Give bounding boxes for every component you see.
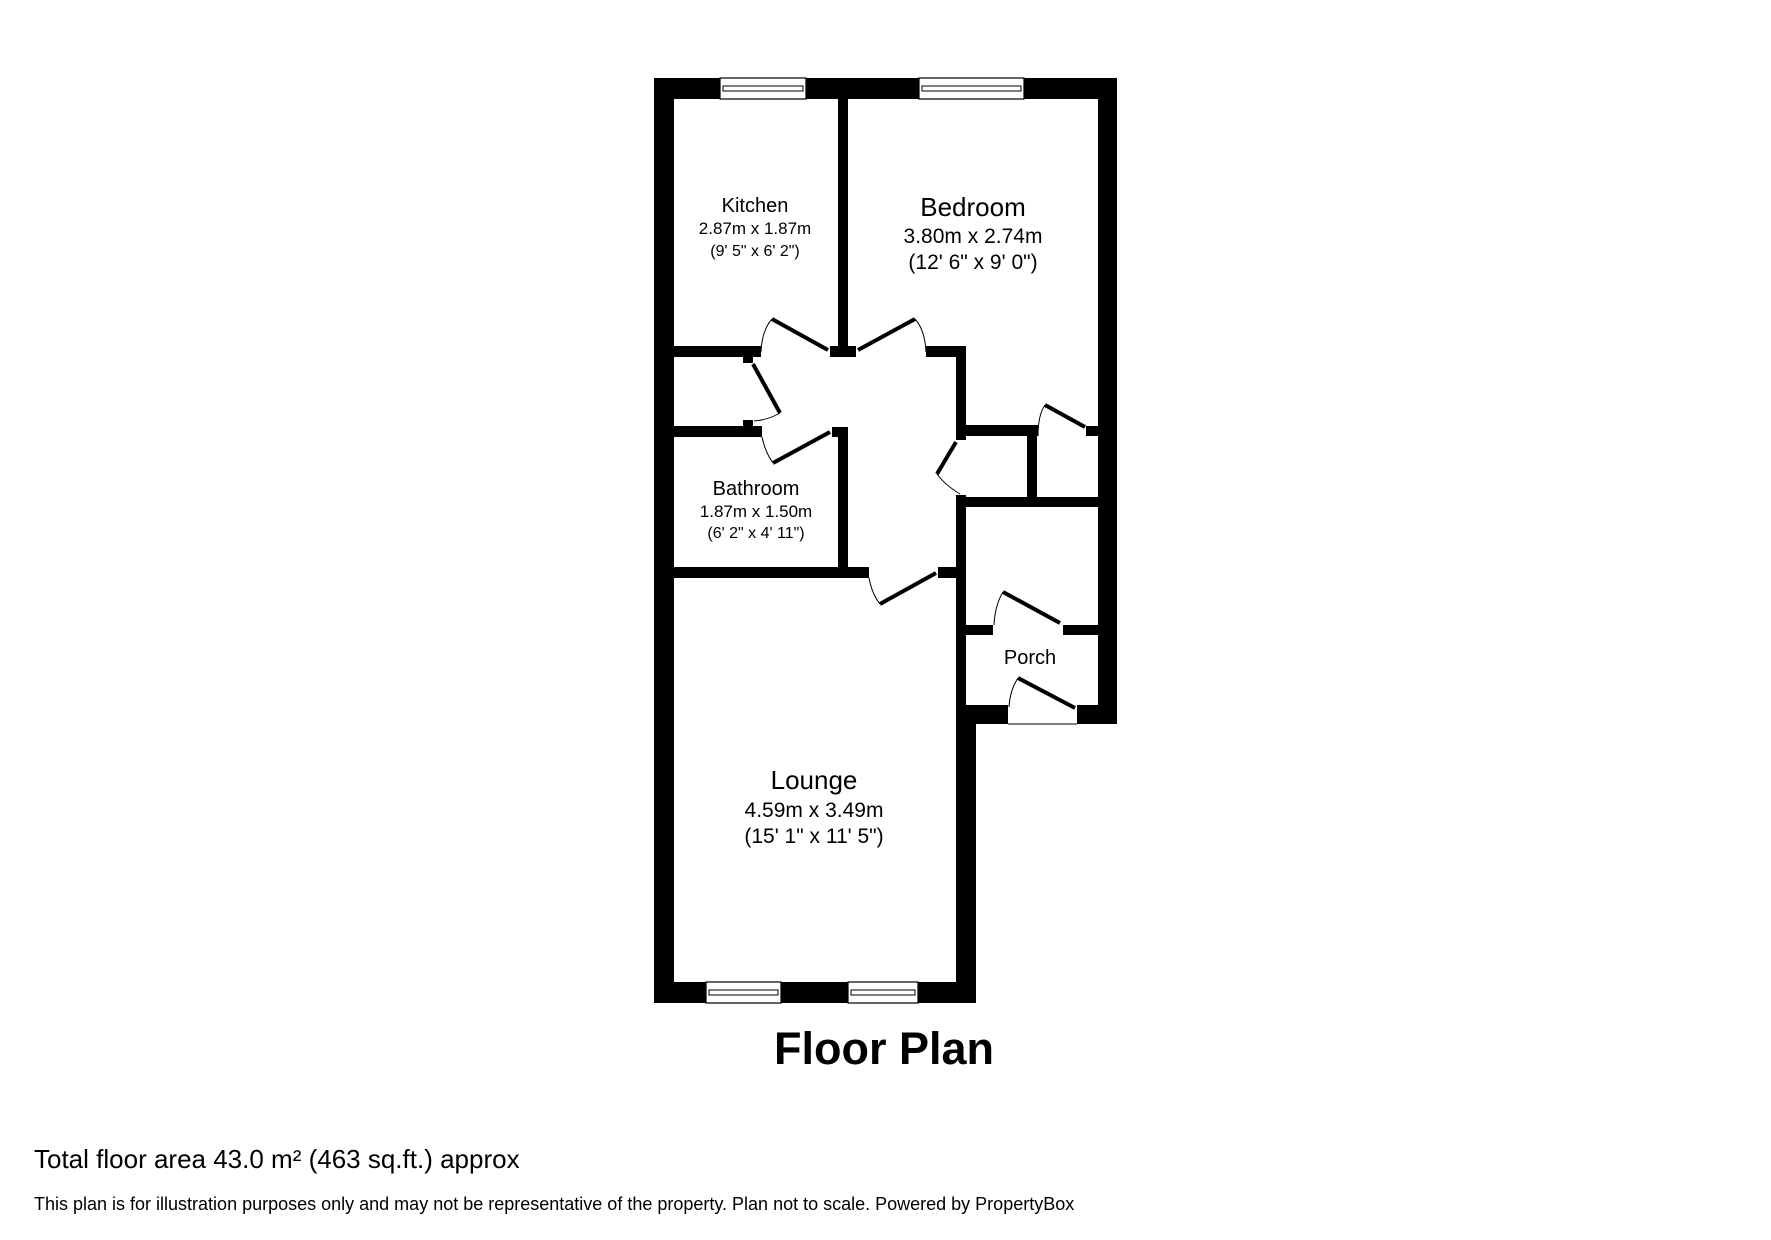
wall-lounge-top-right xyxy=(938,567,966,578)
outer-wall-right xyxy=(1098,78,1117,724)
door-hall-cupboard xyxy=(935,440,961,495)
door-closet xyxy=(1037,403,1086,437)
room-dimensions-imperial: (15' 1" x 11' 5") xyxy=(744,825,883,848)
plan-title-text: Floor Plan xyxy=(774,1023,995,1074)
door-front xyxy=(1008,676,1077,725)
room-label-lounge: Lounge 4.59m x 3.49m (15' 1" x 11' 5") xyxy=(744,765,883,848)
wall-lounge-right xyxy=(956,705,976,1003)
room-name: Bathroom xyxy=(713,478,800,500)
room-dimensions-metric: 4.59m x 3.49m xyxy=(745,799,884,822)
room-dimensions-imperial: (6' 2" x 4' 11") xyxy=(707,525,804,542)
wall-closet-divider xyxy=(1027,425,1037,507)
windows xyxy=(705,77,1025,1004)
room-name: Bedroom xyxy=(920,192,1026,222)
room-label-kitchen: Kitchen 2.87m x 1.87m (9' 5" x 6' 2") xyxy=(699,195,811,260)
door-lounge xyxy=(868,571,937,606)
room-dimensions-metric: 3.80m x 2.74m xyxy=(904,225,1043,248)
wall-cupboard-bottom xyxy=(674,426,762,437)
disclaimer: This plan is for illustration purposes o… xyxy=(34,1194,1075,1214)
wall-closet-bottom xyxy=(956,497,1098,507)
window-bedroom xyxy=(918,77,1025,100)
room-dimensions-metric: 2.87m x 1.87m xyxy=(699,219,811,238)
wall-lounge-top xyxy=(674,567,869,578)
door-bathroom xyxy=(761,430,831,465)
room-dimensions-imperial: (12' 6" x 9' 0") xyxy=(908,251,1037,274)
wall-kitchen-bottom xyxy=(674,346,761,357)
room-name: Lounge xyxy=(771,765,858,795)
outer-wall-left xyxy=(654,78,674,1003)
room-name: Kitchen xyxy=(722,195,789,217)
room-name: Porch xyxy=(1004,647,1056,669)
wall-porch-bottom-right xyxy=(1077,705,1117,724)
wall-post xyxy=(830,346,856,357)
room-dimensions-imperial: (9' 5" x 6' 2") xyxy=(710,243,800,260)
wall-hall-top-right xyxy=(926,346,966,357)
window-lounge-left xyxy=(705,981,782,1004)
door-cupboard xyxy=(751,363,782,422)
window-lounge-right xyxy=(847,981,919,1004)
wall-porch-top-left xyxy=(966,625,993,635)
outer-wall-bottom xyxy=(654,982,976,1003)
wall-closet-stub xyxy=(1086,426,1098,436)
wall-porch-top-right xyxy=(1063,625,1098,635)
window-kitchen xyxy=(719,77,807,100)
room-dimensions-metric: 1.87m x 1.50m xyxy=(700,502,812,521)
wall-closet-top xyxy=(966,425,1038,436)
wall-hall-right-upper xyxy=(956,346,966,440)
room-label-bedroom: Bedroom 3.80m x 2.74m (12' 6" x 9' 0") xyxy=(904,192,1043,274)
wall-bathroom-right xyxy=(838,427,848,578)
doors xyxy=(751,317,1086,725)
room-label-bathroom: Bathroom 1.87m x 1.50m (6' 2" x 4' 11") xyxy=(700,478,812,542)
door-kitchen xyxy=(760,317,829,353)
wall-stub xyxy=(743,357,753,363)
door-bedroom xyxy=(857,317,927,353)
wall-hall-right-lower xyxy=(956,495,966,705)
room-label-porch: Porch xyxy=(1004,647,1056,669)
wall-stub xyxy=(743,420,753,426)
door-porch-inner xyxy=(993,590,1061,626)
total-floor-area: Total floor area 43.0 m² (463 sq.ft.) ap… xyxy=(34,1144,520,1174)
wall-kitchen-bedroom xyxy=(838,99,848,357)
